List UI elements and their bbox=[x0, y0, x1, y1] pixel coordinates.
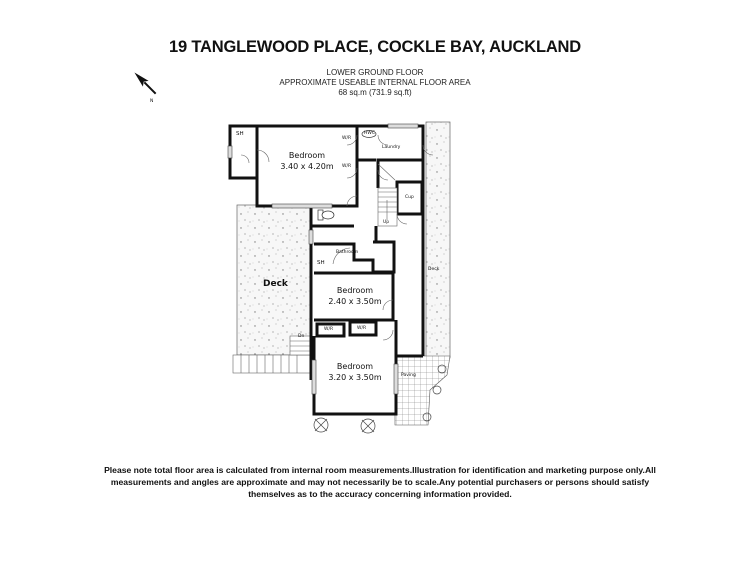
bedroom2-label: Bedroom 2.40 x 3.50m bbox=[328, 286, 382, 306]
deck-right-label: Deck bbox=[428, 267, 440, 272]
floor-name: LOWER GROUND FLOOR bbox=[326, 68, 424, 77]
hwc-unit bbox=[361, 130, 377, 138]
steps bbox=[232, 335, 314, 374]
area-label: APPROXIMATE USEABLE INTERNAL FLOOR AREA bbox=[279, 78, 471, 87]
plant-icons bbox=[313, 364, 447, 434]
wardrobe-label-3: W/R bbox=[324, 327, 334, 332]
disclaimer-text: Please note total floor area is calculat… bbox=[104, 465, 656, 499]
property-title: 19 TANGLEWOOD PLACE, COCKLE BAY, AUCKLAN… bbox=[169, 38, 581, 56]
hwc-label: HWC bbox=[364, 131, 375, 136]
wardrobe-label-2: W/R bbox=[342, 164, 352, 169]
paving-label: Paving bbox=[401, 373, 416, 378]
north-arrow-icon bbox=[134, 72, 157, 95]
cupboard-label: Cup bbox=[405, 195, 414, 200]
bedroom1-label: Bedroom 3.40 x 4.20m bbox=[280, 151, 334, 171]
staircase bbox=[377, 163, 398, 227]
shower-label-2: SH bbox=[317, 260, 325, 266]
stairs-up-label: Up bbox=[383, 220, 390, 225]
area-value: 68 sq.m (731.9 sq.ft) bbox=[338, 88, 412, 97]
toilet-icon bbox=[317, 209, 335, 221]
laundry-label: Laundry bbox=[382, 145, 401, 150]
wardrobe-label-4: W/R bbox=[357, 326, 367, 331]
bedroom3-label: Bedroom 3.20 x 3.50m bbox=[328, 362, 382, 382]
deck-left-area bbox=[236, 204, 313, 356]
down-label: Dn bbox=[298, 334, 305, 339]
deck-right-area bbox=[425, 121, 451, 359]
compass-label: N bbox=[150, 99, 154, 104]
wardrobe-label-1: W/R bbox=[342, 136, 352, 141]
shower-label-1: SH bbox=[236, 131, 244, 137]
deck-left-label: Deck bbox=[263, 279, 288, 289]
bathroom-label: Bathroom bbox=[336, 250, 359, 255]
paving-area bbox=[394, 355, 451, 426]
